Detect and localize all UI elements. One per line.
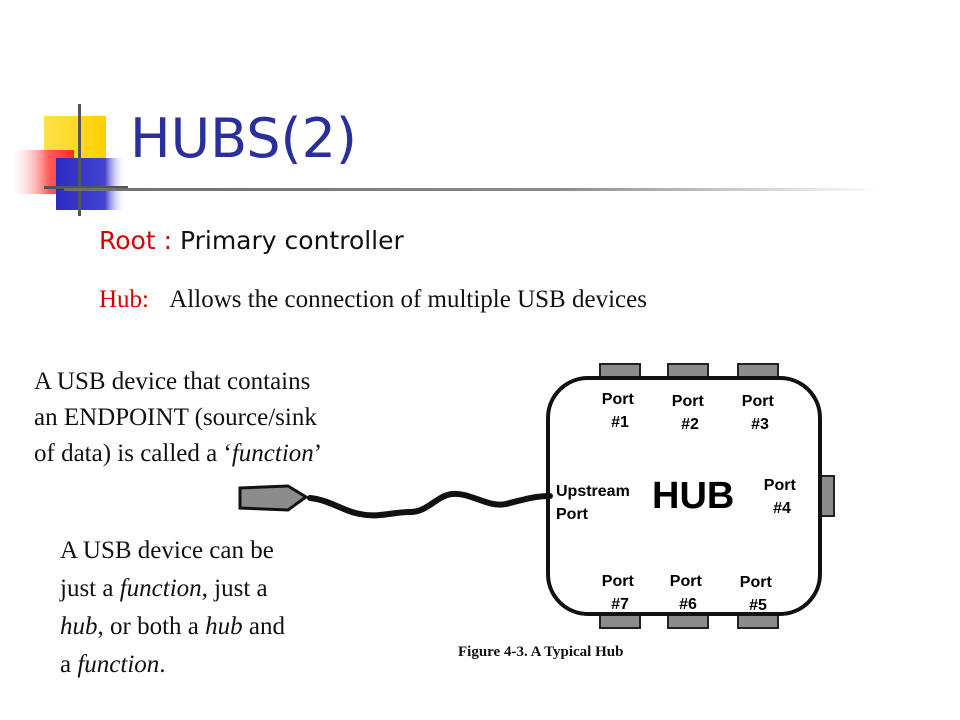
port-label-4: Port #4: [764, 477, 800, 517]
hub-label: Hub:: [99, 286, 149, 313]
port-label-3: Port #3: [742, 393, 778, 433]
para2-line: a function.: [60, 651, 166, 678]
port-label-5: Port #5: [740, 574, 776, 614]
root-text: Primary controller: [179, 226, 404, 255]
usb-cable: [307, 490, 553, 519]
hub-label: HUB: [652, 475, 734, 517]
deco-blue-square: [56, 158, 126, 210]
root-label: Root :: [99, 226, 173, 255]
decorative-logo: [12, 104, 128, 216]
root-line: Root : Primary controller: [99, 226, 404, 256]
para1-line: A USB device that contains: [34, 368, 311, 395]
port-label-2: Port #2: [672, 393, 708, 433]
port-label-7: Port #7: [602, 573, 638, 613]
hub-line: Hub: Allows the connection of multiple U…: [99, 285, 647, 315]
para1-line: an ENDPOINT (source/sink: [34, 404, 317, 431]
port-label-6: Port #6: [670, 573, 706, 613]
function-definition-paragraph: A USB device that contains an ENDPOINT (…: [34, 364, 424, 472]
para1-line: of data) is called a ‘function’: [34, 440, 323, 467]
usb-plug: [238, 484, 309, 512]
slide-title: HUBS(2): [130, 107, 357, 170]
port-label-1: Port #1: [602, 391, 638, 431]
para2-line: just a function, just a: [60, 575, 268, 602]
device-types-paragraph: A USB device can be just a function, jus…: [60, 532, 370, 684]
para2-line: A USB device can be: [60, 537, 274, 564]
hub-text: Allows the connection of multiple USB de…: [169, 286, 647, 313]
upstream-port-label: Upstream Port: [556, 483, 634, 523]
para2-line: hub, or both a hub and: [60, 613, 285, 640]
title-underline: [64, 188, 884, 191]
figure-caption: Figure 4-3. A Typical Hub: [458, 644, 624, 660]
